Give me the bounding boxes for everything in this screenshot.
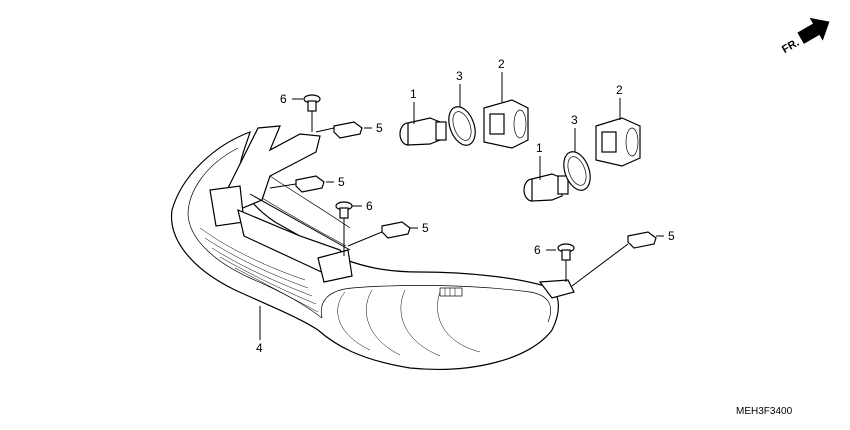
- clip-b: [295, 175, 325, 193]
- bulb-lower: [523, 173, 569, 202]
- callout-3: 3: [571, 113, 578, 127]
- callout-5: 5: [338, 175, 345, 189]
- callout-6: 6: [534, 243, 541, 257]
- clip-d: [627, 231, 657, 249]
- callout-5: 5: [668, 229, 675, 243]
- screw-b: [335, 201, 353, 219]
- o-ring-upper: [448, 106, 476, 146]
- callout-5: 5: [422, 221, 429, 235]
- o-ring-lower: [563, 151, 591, 191]
- callout-2: 2: [616, 83, 623, 97]
- assembly-lines: [249, 72, 664, 340]
- clip-a: [333, 121, 363, 139]
- drawing-code: MEH3F3400: [736, 406, 793, 417]
- socket-upper: [483, 99, 529, 149]
- front-arrow-icon: [797, 17, 830, 44]
- callout-1: 1: [536, 141, 543, 155]
- callout-labels: 1 1 2 2 3 3 4 5 5 5 5 6 6 6: [256, 57, 675, 355]
- callout-4: 4: [256, 341, 263, 355]
- callout-5: 5: [376, 121, 383, 135]
- front-direction-indicator: FR.: [780, 17, 830, 56]
- front-label: FR.: [780, 37, 801, 56]
- callout-3: 3: [456, 69, 463, 83]
- callout-1: 1: [410, 87, 417, 101]
- callout-6: 6: [366, 199, 373, 213]
- socket-lower: [595, 117, 641, 167]
- callout-2: 2: [498, 57, 505, 71]
- taillight-housing: [170, 125, 575, 370]
- screw-a: [303, 94, 321, 112]
- callout-6: 6: [280, 92, 287, 106]
- clip-c: [381, 221, 411, 239]
- bulb-upper: [399, 117, 447, 146]
- screw-c: [557, 243, 575, 261]
